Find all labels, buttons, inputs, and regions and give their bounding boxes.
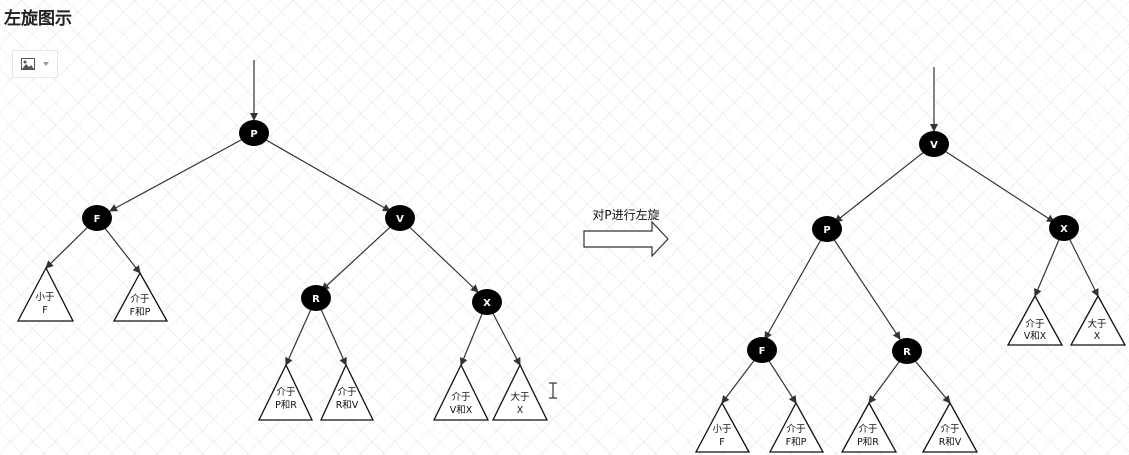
node-label: V	[930, 140, 938, 151]
big-right-arrow-icon	[583, 220, 669, 258]
subtree-label-line2: X	[517, 405, 524, 416]
subtree-label-line2: R和V	[336, 400, 359, 411]
subtree-triangle	[921, 401, 979, 453]
node-r: R	[301, 285, 331, 311]
subtree-between-p-r: 介于 P和R	[257, 363, 314, 421]
node-label: P	[823, 225, 830, 236]
edge-p-f	[764, 228, 828, 340]
subtree-triangle	[694, 401, 751, 453]
tree-before: P F V R X 小于 F 介于 F和P 介于	[16, 60, 549, 421]
node-x: X	[472, 289, 502, 315]
node-label: P	[250, 129, 257, 140]
subtree-between-p-r: 介于 P和R	[840, 401, 898, 453]
page-title: 左旋图示	[4, 9, 72, 29]
node-label: X	[483, 298, 491, 309]
subtree-label-line1: 介于	[276, 387, 295, 398]
subtree-between-f-p: 介于 F和P	[768, 401, 825, 453]
subtree-label-line2: R和V	[939, 437, 962, 448]
subtree-label-line1: 小于	[712, 424, 731, 435]
node-circle	[919, 131, 949, 157]
subtree-label-line1: 介于	[858, 424, 877, 435]
subtree-label-line2: F	[42, 305, 47, 316]
subtree-gt-x: 大于 X	[1069, 294, 1127, 346]
subtree-label-line1: 小于	[35, 292, 54, 303]
caret-down-icon	[43, 62, 49, 66]
node-f: F	[82, 205, 112, 231]
node-f: F	[747, 337, 777, 363]
subtree-label-line1: 介于	[130, 294, 149, 305]
node-label: V	[396, 214, 404, 225]
subtree-label-line1: 大于	[1087, 318, 1106, 330]
tree-after: V P X F R 介于 V和X 大于 X 小于	[694, 67, 1127, 453]
subtree-lt-f: 小于 F	[16, 266, 75, 322]
node-p: P	[812, 216, 842, 242]
node-p: P	[239, 120, 269, 146]
edge-v-x	[399, 217, 479, 293]
subtree-triangle	[432, 363, 490, 421]
subtree-triangle	[840, 401, 898, 453]
node-x: X	[1049, 215, 1079, 241]
subtree-gt-x: 大于 X	[491, 363, 549, 421]
edge-p-v	[253, 132, 391, 212]
subtree-label-line1: 介于	[337, 387, 356, 398]
edge-v-x	[933, 143, 1055, 223]
subtree-triangle	[768, 401, 825, 453]
subtree-label-line1: 介于	[1025, 319, 1044, 330]
image-icon	[21, 58, 35, 70]
edge-p-r	[826, 228, 901, 340]
subtree-label-line1: 介于	[451, 392, 470, 403]
node-v: V	[919, 131, 949, 157]
subtree-label-line2: P和R	[857, 437, 879, 448]
subtree-label-line2: P和R	[275, 400, 297, 411]
subtree-triangle	[16, 266, 75, 322]
rotation-label: 对P进行左旋	[592, 207, 659, 222]
node-v: V	[385, 205, 415, 231]
edge-p-f	[109, 132, 255, 212]
node-label: F	[759, 346, 766, 357]
subtree-between-r-v: 介于 R和V	[319, 363, 375, 421]
node-label: X	[1060, 224, 1068, 235]
subtree-triangle	[257, 363, 314, 421]
node-label: F	[94, 214, 101, 225]
node-label: R	[903, 347, 911, 358]
subtree-triangle	[1006, 294, 1064, 346]
subtree-triangle	[1069, 294, 1127, 346]
node-circle	[812, 216, 842, 242]
subtree-label-line2: V和X	[1024, 331, 1047, 342]
subtree-label-line2: V和X	[450, 405, 473, 416]
subtree-between-f-p: 介于 F和P	[112, 271, 169, 322]
insert-image-button[interactable]	[12, 50, 58, 78]
node-circle	[1049, 215, 1079, 241]
node-circle	[385, 205, 415, 231]
node-r: R	[892, 338, 922, 364]
subtree-between-v-x: 介于 V和X	[1006, 294, 1064, 346]
node-circle	[239, 120, 269, 146]
node-circle	[892, 338, 922, 364]
subtree-label-line2: X	[1094, 331, 1101, 342]
edge-v-r	[321, 217, 401, 291]
node-circle	[301, 285, 331, 311]
subtree-label-line2: F和P	[130, 307, 151, 318]
subtree-label-line2: F和P	[786, 437, 807, 448]
subtree-label-line1: 大于	[510, 391, 529, 403]
subtree-between-r-v: 介于 R和V	[921, 401, 979, 453]
subtree-lt-f: 小于 F	[694, 401, 751, 453]
subtree-triangle	[491, 363, 549, 421]
subtree-between-v-x: 介于 V和X	[432, 363, 490, 421]
text-cursor-icon	[549, 382, 557, 399]
subtree-label-line2: F	[719, 437, 724, 448]
node-label: R	[312, 294, 320, 305]
subtree-triangle	[112, 271, 169, 322]
node-circle	[747, 337, 777, 363]
edge-v-p	[834, 143, 935, 223]
node-circle	[82, 205, 112, 231]
node-circle	[472, 289, 502, 315]
rotation-transform: 对P进行左旋	[583, 207, 669, 258]
subtree-triangle	[319, 363, 375, 421]
subtree-label-line1: 介于	[786, 424, 805, 435]
subtree-label-line1: 介于	[940, 424, 959, 435]
